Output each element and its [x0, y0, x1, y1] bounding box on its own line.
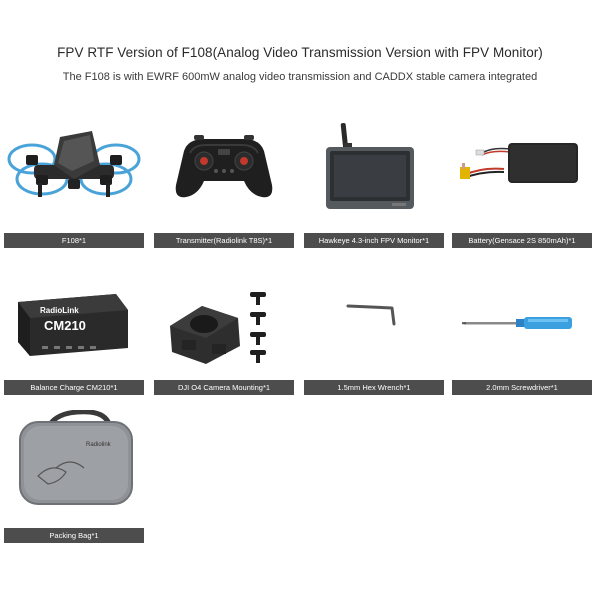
item-label: F108*1: [4, 233, 144, 248]
item-label: Packing Bag*1: [4, 528, 144, 543]
page-subtitle: The F108 is with EWRF 600mW analog video…: [62, 71, 538, 83]
item-label: DJI O4 Camera Mounting*1: [154, 380, 294, 395]
battery-icon: [452, 117, 592, 222]
item-label: 1.5mm Hex Wrench*1: [304, 380, 444, 395]
charger-model-text: CM210: [44, 318, 86, 333]
fpv-drone-icon: [4, 117, 144, 222]
page-title: FPV RTF Version of F108(Analog Video Tra…: [57, 45, 543, 60]
charger-icon: RadioLink CM210: [4, 266, 144, 371]
screwdriver-icon: [452, 266, 592, 371]
camera-mount-icon: [154, 266, 294, 371]
item-packing-bag: Radiolink Packing Bag*1: [4, 410, 144, 544]
transmitter-icon: [154, 117, 294, 222]
item-battery: Battery(Gensace 2S 850mAh)*1: [452, 117, 592, 248]
item-charger: RadioLink CM210 Balance Charge CM210*1: [4, 266, 144, 397]
item-label: 2.0mm Screwdriver*1: [452, 380, 592, 395]
item-hex-wrench: 1.5mm Hex Wrench*1: [304, 266, 444, 397]
item-label: Hawkeye 4.3-inch FPV Monitor*1: [304, 233, 444, 248]
item-label: Balance Charge CM210*1: [4, 380, 144, 395]
bag-brand-text: Radiolink: [86, 442, 112, 448]
item-fpv-monitor: Hawkeye 4.3-inch FPV Monitor*1: [304, 117, 444, 248]
item-screwdriver: 2.0mm Screwdriver*1: [452, 266, 592, 397]
item-label: Transmitter(Radiolink T8S)*1: [154, 233, 294, 248]
hex-wrench-icon: [304, 266, 444, 371]
item-f108-drone: F108*1: [4, 117, 144, 248]
charger-brand-text: RadioLink: [40, 306, 79, 315]
packing-bag-icon: Radiolink: [4, 410, 144, 522]
item-label: Battery(Gensace 2S 850mAh)*1: [452, 233, 592, 248]
item-camera-mount: DJI O4 Camera Mounting*1: [154, 266, 294, 397]
fpv-monitor-icon: [304, 117, 444, 222]
item-transmitter: Transmitter(Radiolink T8S)*1: [154, 117, 294, 248]
